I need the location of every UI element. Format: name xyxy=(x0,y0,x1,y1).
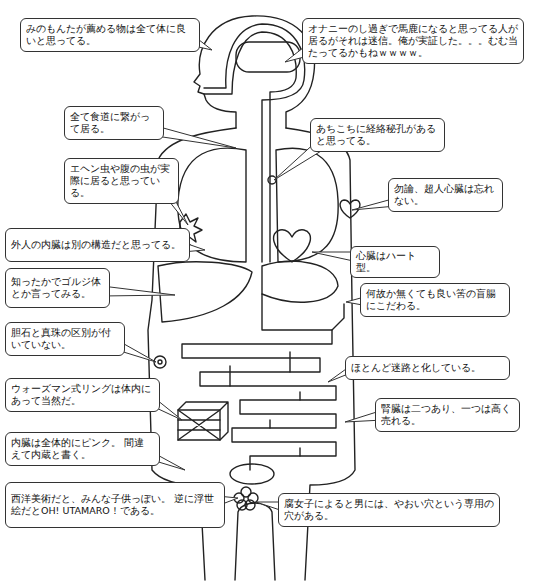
petal xyxy=(245,500,255,510)
callout-bubble: 西洋美術だと、みんな子供っぽい。 逆に浮世絵だとOH! UTAMARO！である。 xyxy=(5,482,225,528)
callout-bubble: 胆石と真珠の区別が付いていない。 xyxy=(5,322,125,356)
callout-bubble: 腐女子によると男には、やおい穴という専用の穴がある。 xyxy=(278,493,500,527)
callout-text: 心臓はハート型。 xyxy=(356,250,434,274)
callout-bubble: 腎臓は二つあり、一つは高く売れる。 xyxy=(375,398,520,432)
digestive-tube-inner xyxy=(204,32,296,262)
callout-text: 腐女子によると男には、やおい穴という専用の穴がある。 xyxy=(284,498,494,522)
callout-text: 腎臓は二つあり、一つは高く売れる。 xyxy=(381,403,514,427)
callout-text: オナニーのし過ぎで馬鹿になると思ってる人が居るがそれは迷信。俺が実証した。。。む… xyxy=(308,23,518,59)
appendix xyxy=(332,304,344,330)
callout-bubble: 何故か無くても良い筈の盲腸にこだわる。 xyxy=(360,283,510,317)
gallstone-core xyxy=(158,360,162,364)
callout-bubble: みのもんたが薦める物は全て体に良いと思ってる。 xyxy=(20,18,200,52)
callout-text: 知ったかでゴルジ体とか言ってみる。 xyxy=(11,276,104,300)
bladder xyxy=(230,464,274,484)
callout-text: ウォーズマン式リングは体内にあって当然だ。 xyxy=(11,383,154,407)
callout-bubble: ほとんど迷路と化している。 xyxy=(345,356,510,380)
callout-text: エヘン虫や腹の虫が実際に居ると思っている。 xyxy=(70,163,173,199)
callout-tail xyxy=(156,126,236,148)
intestine-maze xyxy=(182,294,336,470)
callout-tail xyxy=(102,286,175,296)
callout-text: ほとんど迷路と化している。 xyxy=(351,362,504,374)
callout-text: あちこちに経絡秘孔があると思ってる。 xyxy=(316,123,439,147)
callout-text: 内臓は全体的にピンク。 間違えて内蔵と書く。 xyxy=(11,437,154,461)
callout-text: 西洋美術だと、みんな子供っぽい。 逆に浮世絵だとOH! UTAMARO！である。 xyxy=(11,493,219,517)
callout-text: 何故か無くても良い筈の盲腸にこだわる。 xyxy=(366,288,504,312)
liver xyxy=(158,262,252,322)
callout-bubble: 勿論、超人心臓は忘れない。 xyxy=(388,178,503,212)
callout-bubble: 知ったかでゴルジ体とか言ってみる。 xyxy=(5,268,110,308)
callout-text: 胆石と真珠の区別が付いていない。 xyxy=(11,327,119,351)
crotch xyxy=(235,503,275,580)
callout-text: 外人の内臓は別の構造だと思ってる。 xyxy=(11,239,184,251)
callout-text: 勿論、超人心臓は忘れない。 xyxy=(394,183,497,207)
ring-box-slats xyxy=(178,402,228,440)
callout-text: 全て食道に繋がって居る。 xyxy=(70,111,158,135)
callout-bubble: 全て食道に繋がって居る。 xyxy=(64,106,164,140)
callout-bubble: 内臓は全体的にピンク。 間違えて内蔵と書く。 xyxy=(5,432,160,466)
heart xyxy=(274,230,311,262)
callout-bubble: 心臓はハート型。 xyxy=(350,246,440,278)
callout-text: みのもんたが薦める物は全て体に良いと思ってる。 xyxy=(26,23,194,47)
lung-right xyxy=(276,148,338,262)
callout-bubble: ウォーズマン式リングは体内にあって当然だ。 xyxy=(5,378,160,412)
intestine-maze-2 xyxy=(230,352,300,456)
stomach xyxy=(262,261,338,302)
callout-bubble: 外人の内臓は別の構造だと思ってる。 xyxy=(5,228,190,262)
callout-bubble: エヘン虫や腹の虫が実際に居ると思っている。 xyxy=(64,158,179,204)
callout-bubble: あちこちに経絡秘孔があると思ってる。 xyxy=(310,118,445,152)
callout-bubble: オナニーのし過ぎで馬鹿になると思ってる人が居るがそれは迷信。俺が実証した。。。む… xyxy=(302,18,524,64)
